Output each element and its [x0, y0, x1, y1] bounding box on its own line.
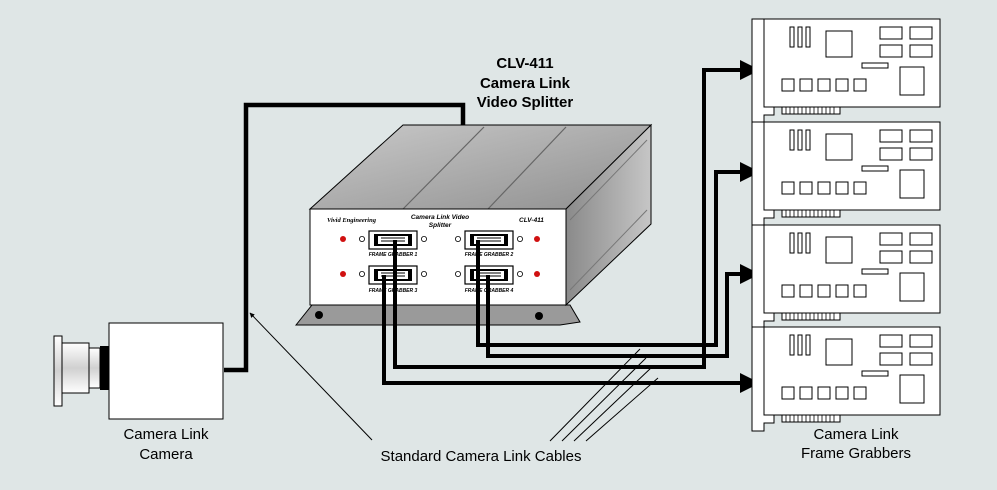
flange-hole-left	[315, 311, 323, 319]
status-led-2	[534, 236, 540, 242]
screw-icon	[517, 270, 524, 277]
splitter-mounting-flange	[294, 304, 581, 326]
frame-grabber-card-4	[751, 326, 941, 432]
frame-grabber-card-1	[751, 18, 941, 124]
status-led-3	[340, 271, 346, 277]
flange-hole-right	[535, 312, 543, 320]
camera-lens-barrel	[61, 342, 90, 394]
callout-to-input-cable	[249, 312, 373, 441]
frame-grabber-card-2	[751, 121, 941, 227]
port-frame-grabber-2: FRAME GRABBER 2	[454, 230, 540, 258]
port-label-2: FRAME GRABBER 2	[465, 252, 514, 258]
camera-label-line-1: Camera Link	[123, 426, 209, 443]
splitter-front-panel	[309, 208, 567, 306]
camera-lens-mount	[100, 346, 109, 390]
frame-grabber-card-3	[751, 224, 941, 330]
callout-to-output-cables-1	[549, 348, 641, 442]
connector-2	[464, 230, 514, 250]
camera-input-cable	[224, 102, 466, 373]
title-line-3: Video Splitter	[477, 94, 574, 111]
screw-icon	[358, 270, 365, 277]
callout-to-output-cables-4	[585, 377, 659, 442]
camera-lens-ring	[88, 347, 101, 389]
output-cable-3	[486, 264, 760, 358]
screw-icon	[420, 270, 427, 277]
video-splitter-box: Vivid Engineering Camera Link Video Spli…	[294, 123, 653, 326]
title-line-2: Camera Link	[480, 75, 571, 92]
product-name-line-1: Camera Link Video	[411, 214, 469, 221]
output-cables	[382, 60, 760, 393]
cables-label: Standard Camera Link Cables	[381, 448, 582, 465]
camera-lens-front	[53, 335, 63, 407]
cable-callout-lines	[249, 312, 659, 442]
output-cable-4	[382, 275, 760, 393]
camera-body	[108, 322, 224, 420]
splitter-top-rib-2	[487, 126, 567, 210]
camera-link-camera	[53, 322, 224, 420]
screw-icon	[517, 235, 524, 242]
splitter-top-rib-1	[402, 126, 485, 210]
screw-icon	[454, 270, 461, 277]
status-led-1	[340, 236, 346, 242]
product-name-line-2: Splitter	[429, 222, 452, 229]
output-cable-2	[476, 162, 760, 347]
callout-to-output-cables-3	[573, 366, 653, 442]
status-led-4	[534, 271, 540, 277]
brand-label: Vivid Engineering	[327, 217, 377, 224]
screw-icon	[358, 235, 365, 242]
callout-to-output-cables-2	[561, 357, 647, 442]
title-line-1: CLV-411	[496, 55, 553, 72]
screw-icon	[454, 235, 461, 242]
screw-icon	[420, 235, 427, 242]
splitter-side-rib	[569, 139, 648, 291]
grabbers-label-line-1: Camera Link	[813, 426, 899, 443]
grabbers-label-line-2: Frame Grabbers	[801, 445, 911, 462]
output-cable-1	[393, 60, 760, 369]
model-label: CLV-411	[519, 217, 544, 224]
camera-label-line-2: Camera	[139, 446, 193, 463]
